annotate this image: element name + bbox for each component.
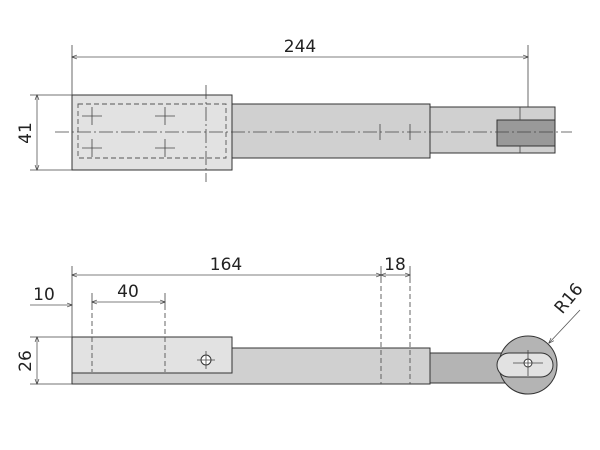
dim-244-label: 244 <box>284 37 316 57</box>
dim-26-label: 26 <box>16 350 36 372</box>
dim-41-label: 41 <box>16 122 36 144</box>
side-view: 164 18 10 40 26 R16 <box>16 255 588 395</box>
top-sleeve <box>71 94 233 171</box>
dim-r16-label: R16 <box>551 280 588 318</box>
dim-10-label: 10 <box>33 285 55 305</box>
dim-18-label: 18 <box>384 255 406 275</box>
top-view: 244 41 <box>16 37 572 182</box>
top-sleeve-inner-edge <box>77 103 227 159</box>
dim-40-label: 40 <box>117 282 139 302</box>
dim-r16-leader <box>549 309 581 343</box>
dim-164-label: 164 <box>210 255 242 275</box>
top-tip <box>496 119 556 147</box>
